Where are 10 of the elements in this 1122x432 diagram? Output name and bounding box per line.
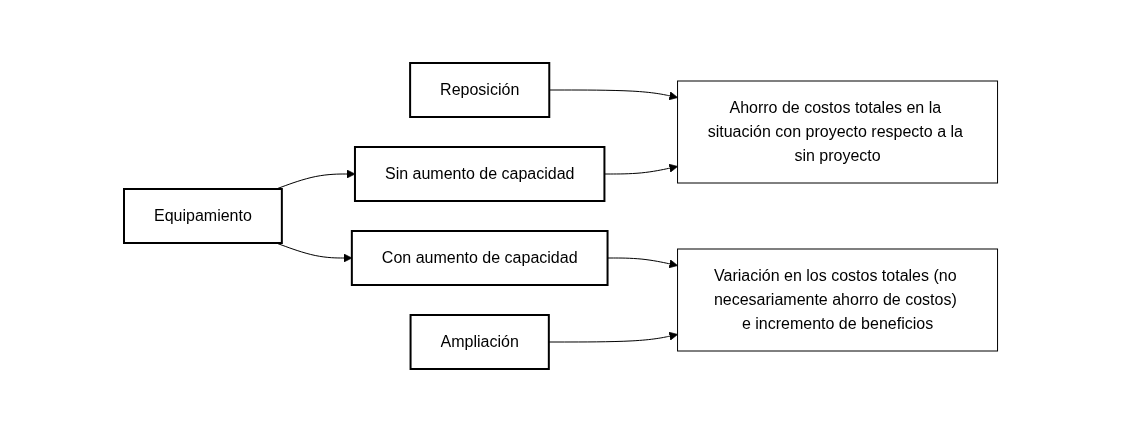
node-box: Con aumento de capacidad: [351, 230, 609, 286]
arrow: [549, 89, 679, 101]
node-box: Sin aumento de capacidad: [354, 146, 606, 202]
node-box: Reposición: [409, 62, 551, 118]
arrow: [604, 163, 679, 175]
arrow: [607, 257, 679, 269]
node-box: Ahorro de costos totales en la situación con proyecto respecto a la sin proyecto: [677, 80, 999, 184]
node-box: Equipamiento: [123, 188, 284, 244]
node-box: Variación en los costos totales (no necesariamente ahorro de costos) e incremento de beneficios: [677, 248, 999, 352]
node-box: Ampliación: [409, 314, 551, 370]
